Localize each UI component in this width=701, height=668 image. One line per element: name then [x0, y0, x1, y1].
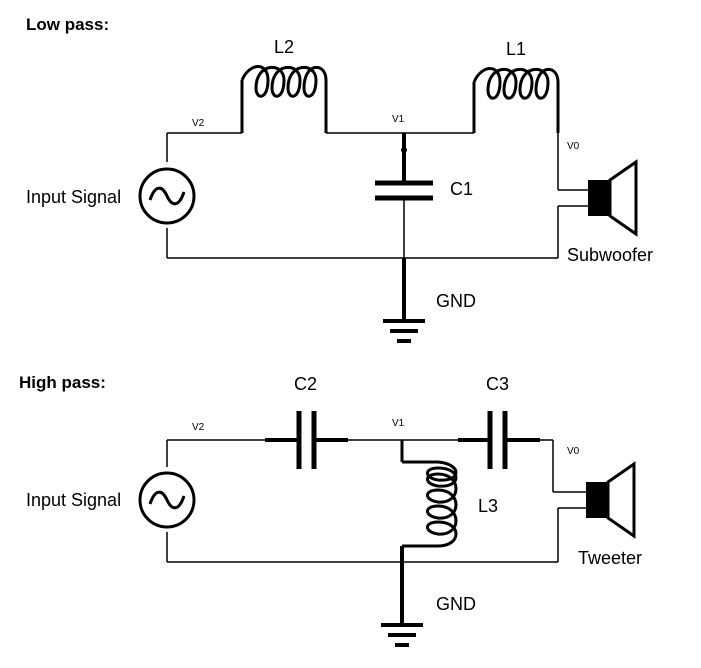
high-pass-heading: High pass:	[19, 373, 106, 392]
high-pass-circuit: High pass: Input Signal V2 C2 V1	[19, 373, 642, 647]
sine-wave-icon	[148, 490, 186, 510]
capacitor-c3	[458, 411, 540, 469]
c2-label: C2	[294, 374, 317, 394]
l1-label: L1	[506, 39, 526, 59]
high-pass-v1-label: V1	[392, 418, 405, 429]
high-pass-ground-icon	[381, 546, 423, 647]
low-pass-gnd-label: GND	[436, 291, 476, 311]
inductor-l3	[400, 440, 458, 548]
low-pass-source	[138, 133, 196, 258]
c3-label: C3	[486, 374, 509, 394]
low-pass-input-label: Input Signal	[26, 187, 121, 207]
low-pass-ground-icon	[383, 258, 425, 343]
low-pass-v2-label: V2	[192, 118, 205, 129]
inductor-l2	[240, 65, 328, 133]
subwoofer-speaker-icon	[588, 159, 638, 237]
ac-source-icon	[138, 471, 196, 529]
high-pass-v2-label: V2	[192, 422, 205, 433]
low-pass-v1-label: V1	[392, 114, 405, 125]
tweeter-label: Tweeter	[578, 548, 642, 568]
inductor-l1	[472, 67, 560, 133]
l2-label: L2	[274, 37, 294, 57]
capacitor-c1	[375, 133, 433, 258]
capacitor-c2	[265, 411, 348, 469]
high-pass-source	[138, 440, 196, 562]
subwoofer-label: Subwoofer	[567, 245, 653, 265]
high-pass-gnd-label: GND	[436, 594, 476, 614]
low-pass-v0-label: V0	[567, 141, 580, 152]
sine-wave-icon	[148, 186, 186, 206]
low-pass-circuit: Low pass: Input Signal V2 L2 V1 L1	[26, 15, 653, 343]
high-pass-input-label: Input Signal	[26, 490, 121, 510]
l3-label: L3	[478, 496, 498, 516]
ac-source-icon	[138, 167, 196, 225]
low-pass-heading: Low pass:	[26, 15, 109, 34]
tweeter-speaker-icon	[586, 461, 636, 539]
c1-label: C1	[450, 179, 473, 199]
high-pass-v0-label: V0	[567, 446, 580, 457]
